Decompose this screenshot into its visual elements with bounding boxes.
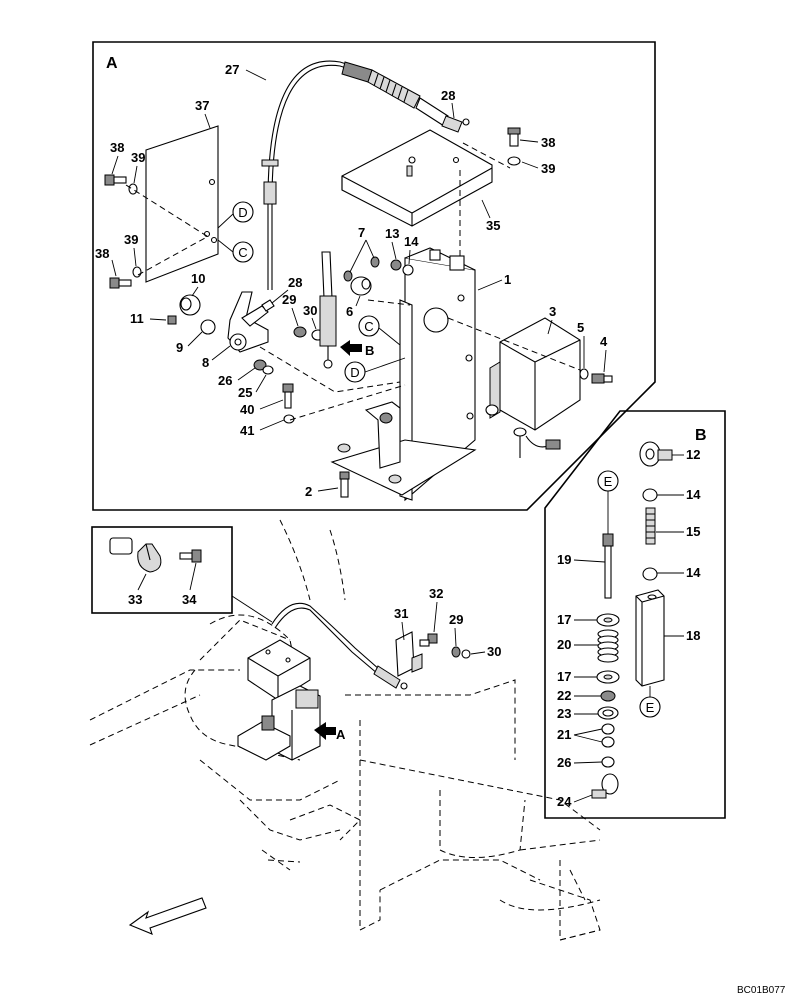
- part-number-label: 4: [600, 334, 608, 349]
- spring-20: [597, 629, 619, 663]
- part-number-label: 6: [346, 304, 353, 319]
- rod-end-12: [639, 441, 673, 467]
- part-number-label: 30: [303, 303, 317, 318]
- part-number-label: 3: [549, 304, 556, 319]
- part-number-label: 25: [238, 385, 252, 400]
- lever-assembly: [227, 291, 275, 353]
- frame-a-label: A: [106, 55, 118, 72]
- frame-b-border: [544, 410, 726, 819]
- svg-text:A: A: [336, 727, 346, 742]
- part-number-label: 30: [487, 644, 501, 659]
- part-number-label: 39: [541, 161, 555, 176]
- bolt-19: [602, 533, 614, 599]
- part-number-label: 9: [176, 340, 183, 355]
- part-number-label: 21: [557, 727, 571, 742]
- part-number-label: 19: [557, 552, 571, 567]
- part-number-label: 14: [404, 234, 419, 249]
- frame-b-label: B: [695, 427, 707, 444]
- reference-letter: C: [364, 319, 373, 334]
- part-number-label: 23: [557, 706, 571, 721]
- part-number-label: 13: [385, 226, 399, 241]
- part-number-label: 39: [124, 232, 138, 247]
- governor-unit-installed: [237, 639, 321, 761]
- part-number-label: 2: [305, 484, 312, 499]
- part-number-label: 8: [202, 355, 209, 370]
- bolt-38-upper: [104, 174, 127, 186]
- part-number-label: 28: [441, 88, 455, 103]
- part-number-label: 24: [557, 794, 572, 809]
- part-number-label: 15: [686, 524, 700, 539]
- reference-letter: C: [238, 245, 247, 260]
- part-number-label: 11: [130, 311, 144, 326]
- part-number-label: 26: [557, 755, 571, 770]
- view-a-arrow: [314, 722, 336, 740]
- part-number-label: 32: [429, 586, 443, 601]
- part-number-label: 1: [504, 272, 511, 287]
- svg-text:B: B: [365, 343, 374, 358]
- reference-letter: D: [238, 205, 247, 220]
- part-number-label: 20: [557, 637, 571, 652]
- clamp-detail-box: [91, 526, 233, 614]
- part-number-label: 31: [394, 606, 408, 621]
- reference-letter: D: [350, 365, 359, 380]
- part-number-label: 34: [182, 592, 197, 607]
- side-plate: [145, 125, 219, 283]
- part-number-label: 17: [557, 669, 571, 684]
- part-number-label: 12: [686, 447, 700, 462]
- part-number-label: 38: [541, 135, 555, 150]
- part-number-label: 17: [557, 612, 571, 627]
- frame-a-border: [92, 41, 656, 511]
- part-number-label: 18: [686, 628, 700, 643]
- part-number-label: 29: [449, 612, 463, 627]
- view-b-arrow: [340, 340, 362, 356]
- bolt-38-lower: [109, 277, 132, 289]
- part-number-label: 35: [486, 218, 500, 233]
- part-number-label: 14: [686, 565, 701, 580]
- cover-plate: [341, 129, 493, 227]
- part-number-label: 29: [282, 292, 296, 307]
- part-number-label: 5: [577, 320, 584, 335]
- part-number-label: 28: [288, 275, 302, 290]
- control-cable: [267, 60, 373, 290]
- machine-outline: [89, 519, 601, 941]
- rod-end-24: [591, 773, 619, 799]
- damper-cylinder-18: [635, 589, 665, 687]
- part-number-label: 33: [128, 592, 142, 607]
- part-number-label: 7: [358, 225, 365, 240]
- drawing-code: BC01B077: [737, 985, 786, 996]
- damper-rod: [319, 251, 380, 369]
- part-number-label: 39: [131, 150, 145, 165]
- part-number-label: 40: [240, 402, 254, 417]
- part-number-label: 27: [225, 62, 239, 77]
- part-number-label: 10: [191, 271, 205, 286]
- part-number-label: 26: [218, 373, 232, 388]
- part-number-label: 22: [557, 688, 571, 703]
- part-number-label: 41: [240, 423, 254, 438]
- part-number-label: 38: [110, 140, 124, 155]
- part-number-label: 38: [95, 246, 109, 261]
- part-number-label: 37: [195, 98, 209, 113]
- governor-motor: [485, 317, 581, 458]
- reference-letter: E: [604, 474, 613, 489]
- reference-letter: E: [646, 700, 655, 715]
- front-direction-arrow: [128, 897, 207, 935]
- part-number-label: 14: [686, 487, 701, 502]
